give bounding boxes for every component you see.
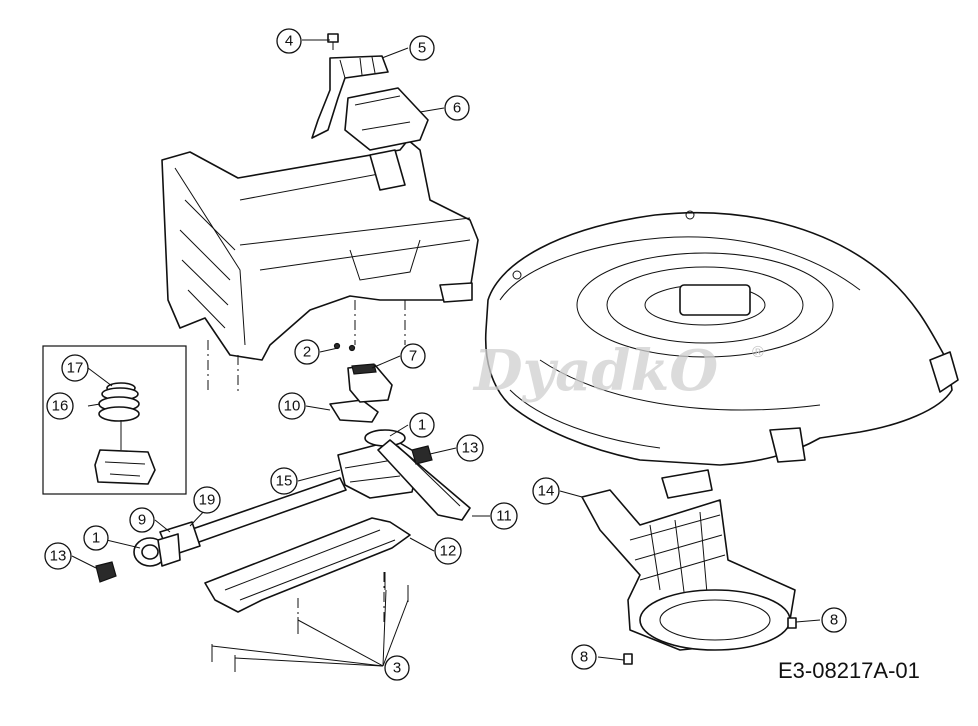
callout-13-right: 13 [456,434,484,462]
rear-chute-part-14 [581,469,796,651]
svg-text:16: 16 [52,398,69,415]
callout-1-right: 1 [409,412,435,438]
callout-11: 11 [490,502,518,530]
screw-part-8-bottom [623,653,633,665]
svg-text:®: ® [752,344,764,361]
svg-text:13: 13 [50,548,67,565]
spring-part-7 [347,363,393,403]
svg-text:DyadkO: DyadkO [472,338,718,404]
drive-pinion-part-13-right [411,445,433,465]
svg-text:14: 14 [538,483,555,500]
svg-text:19: 19 [199,492,216,509]
mounting-plate-part-12 [204,517,411,630]
screws-part-2 [333,342,356,352]
callout-14: 14 [532,477,560,505]
watermark-logo: DyadkO ® [472,338,764,404]
callout-10: 10 [278,392,306,420]
svg-text:12: 12 [440,543,457,560]
svg-text:1: 1 [418,417,426,434]
callout-15: 15 [270,467,298,495]
cover-plate-part-6 [344,87,429,151]
callout-1-left: 1 [83,525,109,551]
callout-2: 2 [294,339,320,365]
screw-part-8-right [787,617,797,629]
callout-7: 7 [400,343,426,369]
drive-housing-frame [161,139,479,395]
drawing-code: E3-08217A-01 [778,658,920,683]
inset-detail-box [42,345,187,495]
bolts-part-3 [211,572,409,672]
handle-bracket-part-5 [311,55,389,139]
svg-text:9: 9 [138,512,146,529]
callout-4: 4 [276,28,302,54]
callout-16: 16 [46,392,74,420]
callout-6: 6 [444,95,470,121]
mower-deck [484,210,959,466]
svg-text:7: 7 [409,348,417,365]
callout-8-right: 8 [821,607,847,633]
svg-text:8: 8 [830,612,838,629]
svg-text:15: 15 [276,473,293,490]
callout-9: 9 [129,507,155,533]
svg-text:11: 11 [496,508,512,525]
svg-text:13: 13 [462,440,479,457]
svg-text:5: 5 [418,40,426,57]
svg-text:10: 10 [284,398,301,415]
svg-text:2: 2 [303,344,311,361]
svg-text:6: 6 [453,100,461,117]
callout-8-bottom: 8 [571,644,597,670]
svg-text:4: 4 [285,33,293,50]
callout-13-left: 13 [44,542,72,570]
callout-3: 3 [384,655,410,681]
drive-pinion-part-13-left [95,561,117,583]
callout-5: 5 [409,35,435,61]
callout-17: 17 [61,354,89,382]
svg-text:3: 3 [393,660,401,677]
svg-text:1: 1 [92,530,100,547]
callout-12: 12 [434,537,462,565]
callout-19: 19 [193,486,221,514]
screw-part-4 [327,33,339,50]
svg-text:17: 17 [67,360,84,377]
wheel-hub-part-1-left [133,533,181,567]
belt-guide-part-10 [329,399,379,423]
drive-belt-part-11 [377,439,471,521]
svg-text:8: 8 [580,649,588,666]
